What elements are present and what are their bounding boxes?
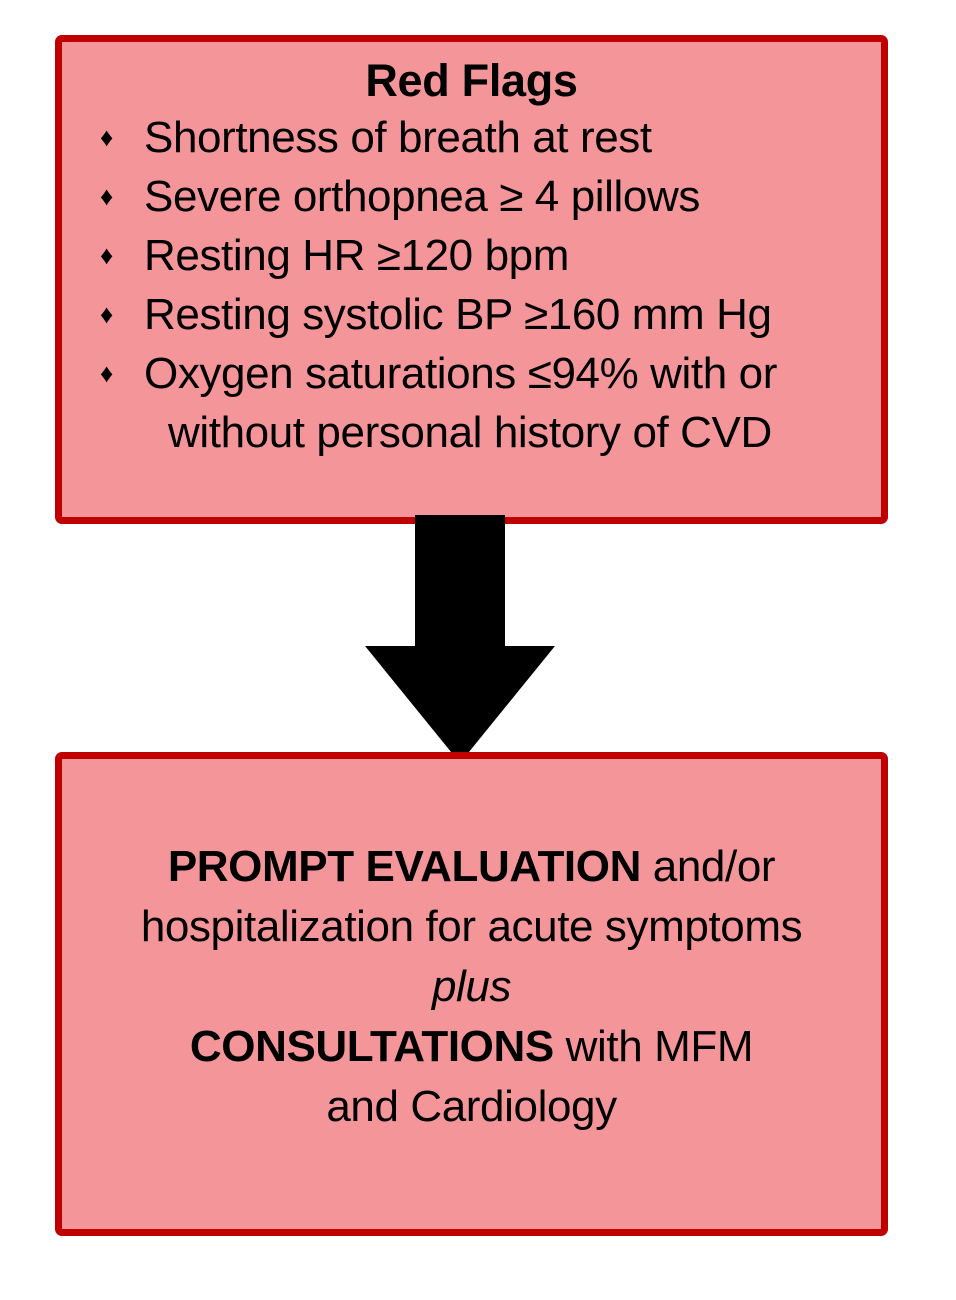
action-line-4-rest: with MFM xyxy=(553,1022,754,1071)
list-item-text: Shortness of breath at rest xyxy=(144,113,652,162)
diamond-bullet-icon: ♦ xyxy=(100,299,113,329)
consultations-emphasis: CONSULTATIONS xyxy=(189,1022,554,1071)
action-line-plus: plus xyxy=(431,962,512,1011)
red-flags-list: ♦ Shortness of breath at rest ♦ Severe o… xyxy=(62,108,881,462)
action-line-2: hospitalization for acute symptoms xyxy=(140,902,803,951)
red-flags-title: Red Flags xyxy=(365,55,578,106)
list-item: ♦ Shortness of breath at rest xyxy=(100,108,871,167)
list-item: ♦ Severe orthopnea ≥ 4 pillows xyxy=(100,167,871,226)
list-item-text: Severe orthopnea ≥ 4 pillows xyxy=(144,172,700,221)
list-item-text: Resting HR ≥120 bpm xyxy=(144,231,569,280)
list-item-text: Resting systolic BP ≥160 mm Hg xyxy=(144,290,772,339)
action-text-block: PROMPT EVALUATION and/or hospitalization… xyxy=(62,837,881,1137)
list-item-text-continuation: without personal history of CVD xyxy=(168,408,772,457)
list-item: ♦ Oxygen saturations ≤94% with or withou… xyxy=(100,344,871,462)
list-item-text: Oxygen saturations ≤94% with or xyxy=(144,349,777,398)
action-line-5: and Cardiology xyxy=(326,1082,617,1131)
list-item: ♦ Resting systolic BP ≥160 mm Hg xyxy=(100,285,871,344)
action-line-1: PROMPT EVALUATION and/or xyxy=(76,837,867,897)
prompt-evaluation-box: PROMPT EVALUATION and/or hospitalization… xyxy=(55,752,888,1236)
action-line-4: CONSULTATIONS with MFM xyxy=(76,1017,867,1077)
action-line-1-rest: and/or xyxy=(640,842,776,891)
diamond-bullet-icon: ♦ xyxy=(100,122,113,152)
diamond-bullet-icon: ♦ xyxy=(100,240,113,270)
red-flags-box: Red Flags ♦ Shortness of breath at rest … xyxy=(55,35,888,524)
list-item: ♦ Resting HR ≥120 bpm xyxy=(100,226,871,285)
diamond-bullet-icon: ♦ xyxy=(100,181,113,211)
prompt-evaluation-emphasis: PROMPT EVALUATION xyxy=(167,842,642,891)
diamond-bullet-icon: ♦ xyxy=(100,358,113,388)
down-arrow-icon xyxy=(365,515,555,763)
